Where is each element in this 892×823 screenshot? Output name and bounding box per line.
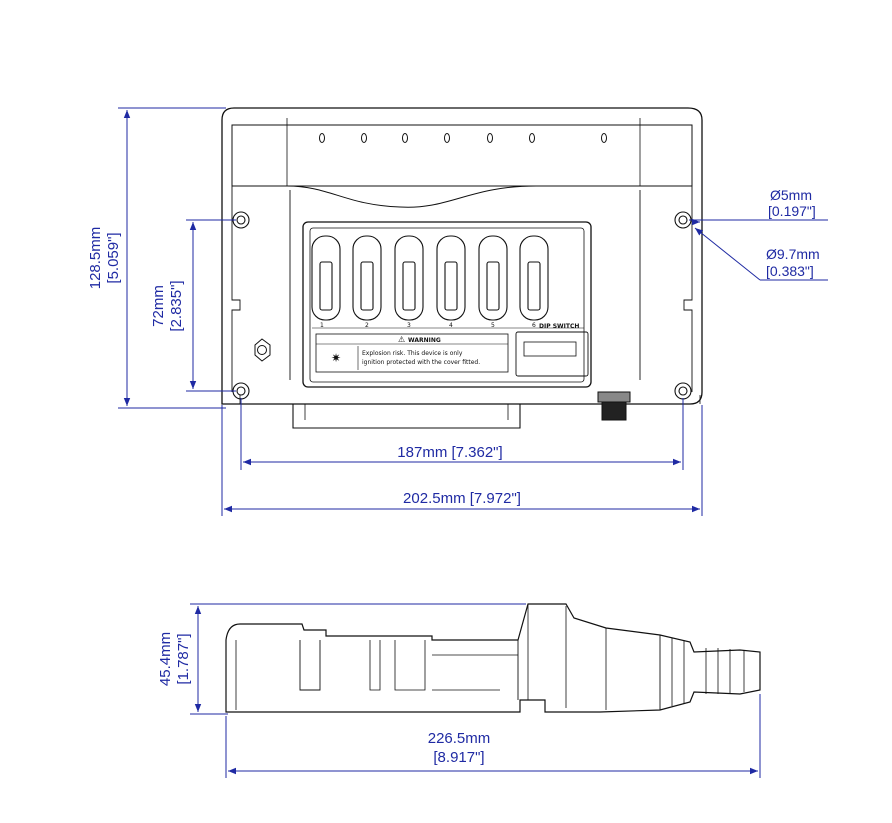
hole-spacing-vertical-mm: 72mm <box>150 285 167 327</box>
bottom-hinge <box>292 404 521 429</box>
height-overall-mm: 128.5mm <box>87 227 104 290</box>
explosion-icon: ✷ <box>331 351 341 365</box>
side-length-inch: [8.917"] <box>433 749 484 766</box>
warning-text-line1: Explosion risk. This device is only <box>362 350 463 357</box>
width-overall: 202.5mm [7.972"] <box>403 490 521 507</box>
gland-nut <box>254 338 271 362</box>
enclosure-outline <box>221 107 703 405</box>
counterbore-diameter-inch: [0.383"] <box>766 263 814 279</box>
hole-diameter-inch: [0.197"] <box>768 203 816 219</box>
side-height-mm: 45.4mm <box>157 632 174 686</box>
cover-contour <box>286 185 640 208</box>
cover-top-band <box>231 124 693 187</box>
hole-spacing-horizontal: 187mm [7.362"] <box>397 444 502 461</box>
side-dimension-lines <box>190 603 761 778</box>
warning-text-line2: ignition protected with the cover fitted… <box>362 359 480 366</box>
warning-icon: ⚠ <box>398 335 405 344</box>
slot-numbers: 1 2 3 4 5 6 <box>320 322 536 329</box>
side-dimension-text: 45.4mm [1.787"] 226.5mm [8.917"] <box>157 632 490 766</box>
side-view <box>225 603 761 713</box>
counterbore-diameter-mm: Ø9.7mm <box>766 246 820 262</box>
front-dimension-text: 128.5mm [5.059"] 72mm [2.835"] 187mm [7.… <box>87 187 820 507</box>
warning-label-box <box>315 333 509 373</box>
slot-number: 5 <box>491 322 495 329</box>
slot-number: 1 <box>320 322 324 329</box>
side-height-inch: [1.787"] <box>175 633 192 684</box>
fuse-slots <box>311 235 549 321</box>
side-body-outline <box>225 603 761 713</box>
slot-number: 2 <box>365 322 369 329</box>
slot-number: 4 <box>449 322 453 329</box>
inner-panel <box>302 221 592 388</box>
led-indicators <box>319 133 607 143</box>
slot-number: 3 <box>407 322 411 329</box>
dip-switch-box <box>515 331 589 377</box>
height-overall-inch: [5.059"] <box>105 232 122 283</box>
front-view <box>221 107 703 429</box>
connector <box>597 391 631 421</box>
slot-number: 6 <box>532 322 536 329</box>
front-dimension-lines <box>118 107 828 516</box>
warning-title: WARNING <box>408 337 441 344</box>
dip-switch-label: DIP SWITCH <box>539 323 579 330</box>
hole-spacing-vertical-inch: [2.835"] <box>168 280 185 331</box>
side-length-mm: 226.5mm <box>428 730 491 747</box>
hole-diameter-mm: Ø5mm <box>770 187 812 203</box>
